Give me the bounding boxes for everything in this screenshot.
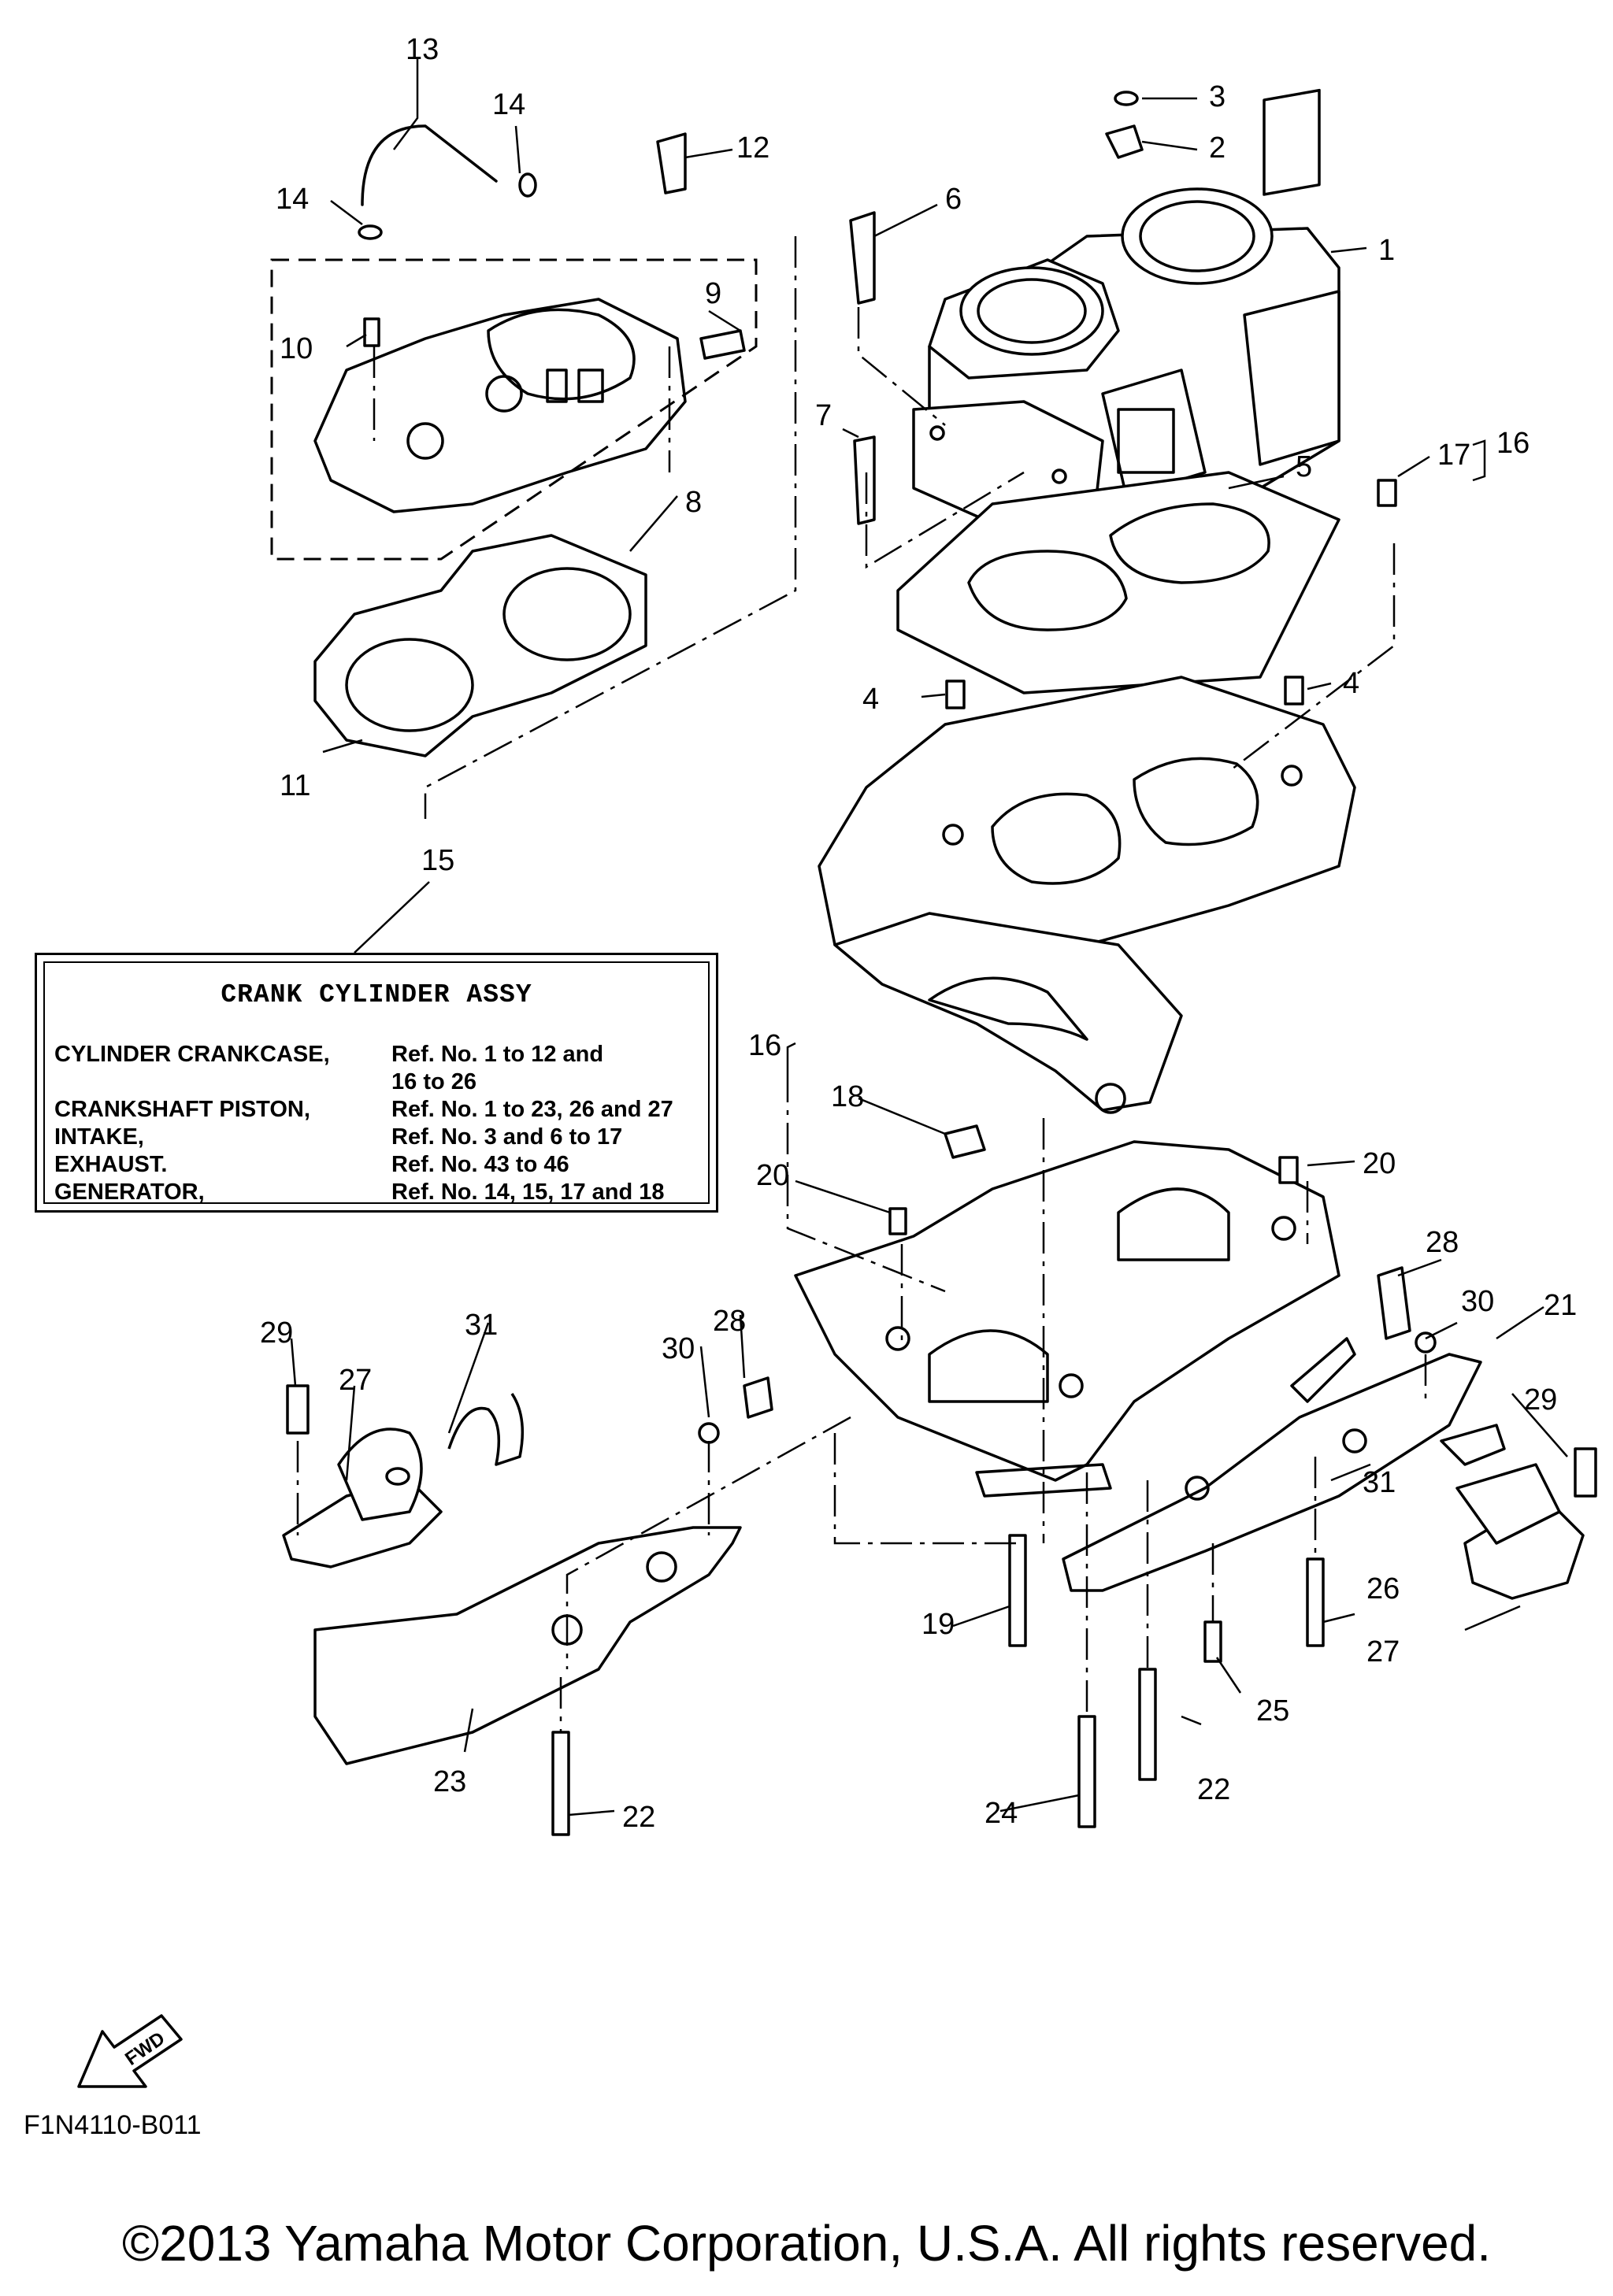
callout-27-left: 27 xyxy=(339,1364,372,1397)
callout-3: 3 xyxy=(1209,80,1226,113)
callout-29-left: 29 xyxy=(260,1316,293,1350)
callout-14-left: 14 xyxy=(276,183,309,216)
callout-11: 11 xyxy=(280,769,310,802)
right-mount-bracket xyxy=(1062,1337,1482,1592)
cylinder-block xyxy=(912,88,1340,521)
legend-row-ref: Ref. No. 1 to 23, 26 and 27 xyxy=(391,1097,673,1122)
callout-28-right: 28 xyxy=(1426,1226,1459,1259)
callout-8: 8 xyxy=(685,486,702,519)
callout-27-right: 27 xyxy=(1366,1635,1400,1668)
callout-labels: 1 2 3 4 4 5 6 7 8 9 10 11 12 13 14 14 15… xyxy=(260,33,1577,1834)
damper-right xyxy=(1440,1424,1506,1466)
callout-20-left: 20 xyxy=(756,1159,789,1192)
legend-row-ref: Ref. No. 3 and 6 to 17 xyxy=(391,1124,623,1150)
legend-row-ref: 16 to 26 xyxy=(391,1069,476,1094)
callout-20-right: 20 xyxy=(1363,1147,1396,1180)
legend-title: CRANK CYLINDER ASSY xyxy=(221,980,532,1009)
callout-10: 10 xyxy=(280,332,313,365)
callout-12: 12 xyxy=(736,131,769,165)
callout-26: 26 xyxy=(1366,1572,1400,1605)
upper-crankcase xyxy=(818,676,1356,1114)
callout-21: 21 xyxy=(1544,1289,1577,1322)
leader-lines xyxy=(290,59,1568,1816)
cylinder-head-cover xyxy=(313,298,687,513)
callout-23: 23 xyxy=(433,1765,466,1798)
assembly-legend-inner: CRANK CYLINDER ASSY CYLINDER CRANKCASE, … xyxy=(43,961,710,1205)
callout-22-left: 22 xyxy=(622,1801,655,1834)
callout-9: 9 xyxy=(705,277,721,310)
legend-row-ref: Ref. No. 14, 15, 17 and 18 xyxy=(391,1179,665,1205)
callout-25: 25 xyxy=(1256,1694,1289,1728)
callout-28-left: 28 xyxy=(713,1305,746,1338)
callout-1: 1 xyxy=(1378,234,1395,267)
assembly-boundary xyxy=(270,258,758,561)
callout-5: 5 xyxy=(1296,450,1312,483)
callout-29-right: 29 xyxy=(1524,1383,1557,1416)
callout-16-top: 16 xyxy=(1496,427,1530,460)
left-mount-bracket xyxy=(313,1526,742,1765)
callout-15: 15 xyxy=(421,844,454,877)
figure-code: F1N4110-B011 xyxy=(24,2110,202,2140)
rubber-mount-right xyxy=(1455,1463,1585,1600)
damper-left xyxy=(447,1393,525,1466)
callout-4-left: 4 xyxy=(862,683,879,716)
legend-row-ref: Ref. No. 43 to 46 xyxy=(391,1152,569,1177)
legend-row-name: CRANKSHAFT PISTON, xyxy=(54,1097,310,1122)
callout-16-side: 16 xyxy=(748,1029,781,1062)
callout-2: 2 xyxy=(1209,131,1226,165)
callout-22-right: 22 xyxy=(1197,1773,1230,1806)
hose xyxy=(361,124,498,206)
callout-31-left: 31 xyxy=(465,1309,498,1342)
legend-row-name: GENERATOR, xyxy=(54,1179,205,1205)
clamps-and-fasteners xyxy=(286,91,1597,1836)
cylinder-gasket xyxy=(896,471,1340,694)
fwd-arrow: FWD xyxy=(77,2014,183,2088)
callout-17: 17 xyxy=(1437,439,1470,472)
callout-18: 18 xyxy=(831,1080,864,1113)
legend-row-name: EXHAUST. xyxy=(54,1152,168,1177)
legend-row-name: INTAKE, xyxy=(54,1124,144,1150)
callout-14-right: 14 xyxy=(492,88,525,121)
callout-4-right: 4 xyxy=(1343,667,1359,700)
callout-7: 7 xyxy=(815,399,832,432)
assembly-legend-box: CRANK CYLINDER ASSY CYLINDER CRANKCASE, … xyxy=(35,953,718,1213)
legend-row-ref: Ref. No. 1 to 12 and xyxy=(391,1042,604,1067)
callout-31-right: 31 xyxy=(1363,1466,1396,1499)
callout-30-left: 30 xyxy=(662,1332,695,1365)
alignment-lines xyxy=(296,236,1427,1732)
callout-24: 24 xyxy=(984,1797,1018,1830)
callout-30-right: 30 xyxy=(1461,1285,1494,1318)
head-gasket xyxy=(313,534,647,757)
callout-19: 19 xyxy=(921,1608,955,1641)
rubber-mount-left xyxy=(282,1428,443,1568)
copyright-notice: ©2013 Yamaha Motor Corporation, U.S.A. A… xyxy=(121,2215,1492,2272)
legend-row-name: CYLINDER CRANKCASE, xyxy=(54,1042,330,1067)
callout-6: 6 xyxy=(945,183,962,216)
callout-13: 13 xyxy=(406,33,439,66)
lower-crankcase xyxy=(794,1140,1340,1498)
